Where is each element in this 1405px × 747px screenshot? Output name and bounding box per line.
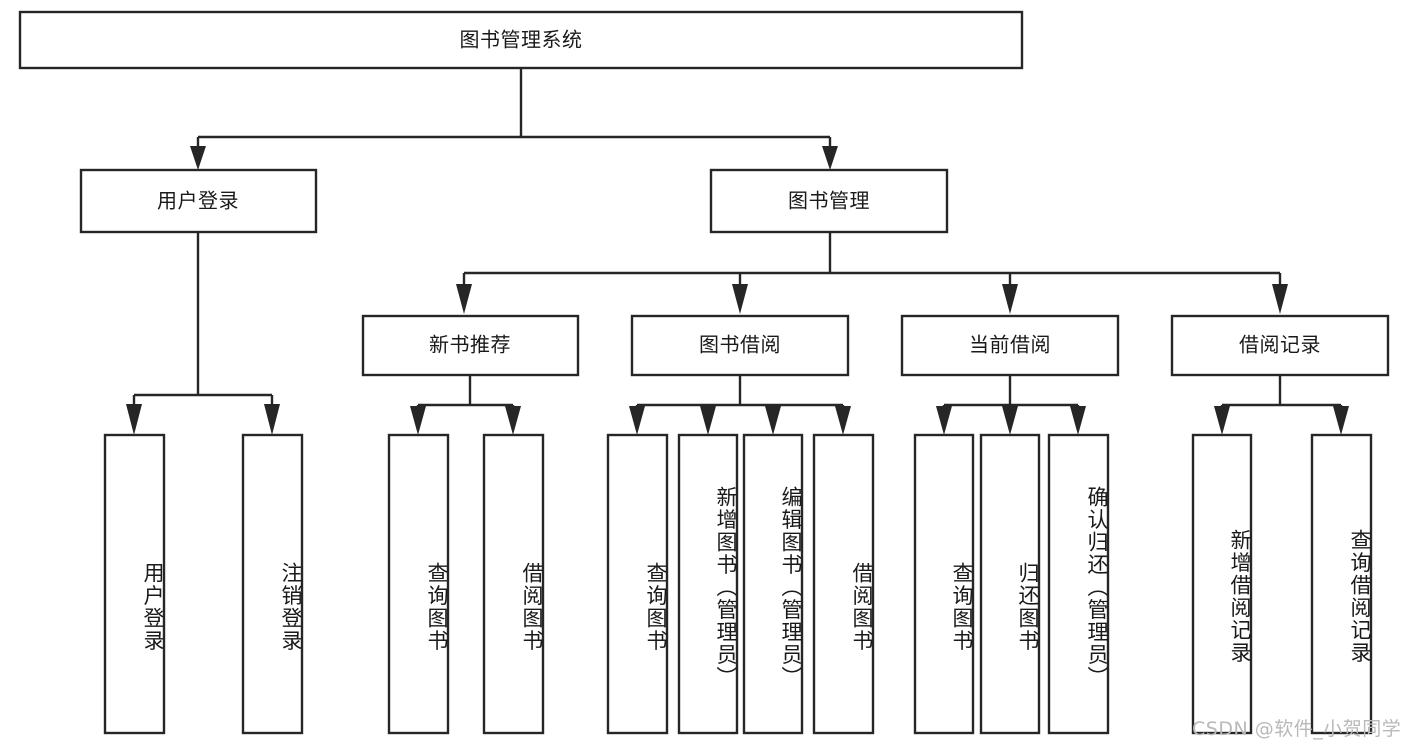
connector-group-root (190, 68, 838, 170)
node-book-manage-rect[interactable] (709, 168, 949, 234)
node-borrow-record[interactable]: 借阅记录 (1170, 314, 1390, 377)
arrow-head-borrow-record (1272, 284, 1288, 314)
node-user-login[interactable]: 用户登录 (79, 168, 318, 234)
node-new-book-rec[interactable]: 新书推荐 (361, 314, 580, 377)
leaf-query-book-3-rect[interactable] (913, 433, 975, 735)
node-current-borrow-label: 当前借阅 (969, 333, 1051, 357)
leaf-user-login-rect[interactable] (103, 433, 166, 735)
node-book-borrow-rect[interactable] (630, 314, 850, 377)
arrow-head-leaf-borrow-book-1 (505, 406, 521, 435)
arrow-head-book-manage (822, 146, 838, 170)
arrow-head-leaf-return-book (1002, 406, 1018, 435)
leaf-query-record-rect[interactable] (1310, 433, 1373, 735)
arrow-head-leaf-query-book-1 (410, 406, 426, 435)
arrow-head-user-login (190, 146, 206, 170)
node-user-login-label: 用户登录 (157, 189, 239, 213)
node-current-borrow-rect[interactable] (900, 314, 1120, 377)
node-borrow-record-label: 借阅记录 (1239, 333, 1321, 357)
arrow-head-leaf-user-login (126, 404, 142, 435)
connector-group-book-borrow (629, 375, 851, 435)
arrow-head-leaf-query-book-2 (629, 406, 645, 435)
leaf-borrow-book-1-rect[interactable] (482, 433, 545, 735)
node-root-label: 图书管理系统 (460, 28, 583, 52)
arrow-head-leaf-query-record (1333, 406, 1349, 435)
connector-group-borrow-record (1214, 375, 1349, 435)
node-root[interactable]: 图书管理系统 (18, 10, 1024, 70)
connector-group-current-borrow (936, 375, 1086, 435)
leaf-add-record-rect[interactable] (1191, 433, 1253, 735)
arrow-head-current-borrow (1002, 284, 1018, 314)
connector-group-book-manage (456, 232, 1288, 314)
leaf-confirm-return-rect[interactable] (1047, 433, 1110, 735)
arrow-head-leaf-add-record (1214, 406, 1230, 435)
arrow-head-leaf-add-book (700, 406, 716, 435)
node-user-login-rect[interactable] (79, 168, 318, 234)
node-book-manage-label: 图书管理 (788, 189, 870, 213)
arrow-head-leaf-query-book-3 (936, 406, 952, 435)
node-book-borrow-label: 图书借阅 (699, 333, 781, 357)
connector-group-new-book-rec (410, 375, 521, 435)
leaf-edit-book-rect[interactable] (742, 433, 804, 735)
arrow-head-book-borrow (732, 284, 748, 314)
node-book-manage[interactable]: 图书管理 (709, 168, 949, 234)
csdn-watermark: CSDN @软件_小贺同学 (1192, 718, 1402, 740)
arrow-head-leaf-logout-login (264, 404, 280, 435)
leaf-query-book-1-rect[interactable] (387, 433, 450, 735)
arrow-head-new-book-rec (456, 284, 472, 314)
node-borrow-record-rect[interactable] (1170, 314, 1390, 377)
leaf-query-book-2-rect[interactable] (606, 433, 669, 735)
node-book-borrow[interactable]: 图书借阅 (630, 314, 850, 377)
leaf-logout-login-rect[interactable] (241, 433, 304, 735)
node-new-book-rec-rect[interactable] (361, 314, 580, 377)
node-new-book-rec-label: 新书推荐 (429, 333, 511, 357)
arrow-head-leaf-confirm-return (1070, 406, 1086, 435)
arrow-head-leaf-borrow-book-2 (835, 406, 851, 435)
leaf-return-book-rect[interactable] (979, 433, 1041, 735)
leaf-rects-group (103, 433, 1373, 735)
connector-group-user-login (126, 232, 280, 435)
arrow-head-leaf-edit-book (765, 406, 781, 435)
leaf-add-book-rect[interactable] (677, 433, 739, 735)
leaf-borrow-book-2-rect[interactable] (812, 433, 875, 735)
node-current-borrow[interactable]: 当前借阅 (900, 314, 1120, 377)
node-root-rect[interactable] (18, 10, 1024, 70)
